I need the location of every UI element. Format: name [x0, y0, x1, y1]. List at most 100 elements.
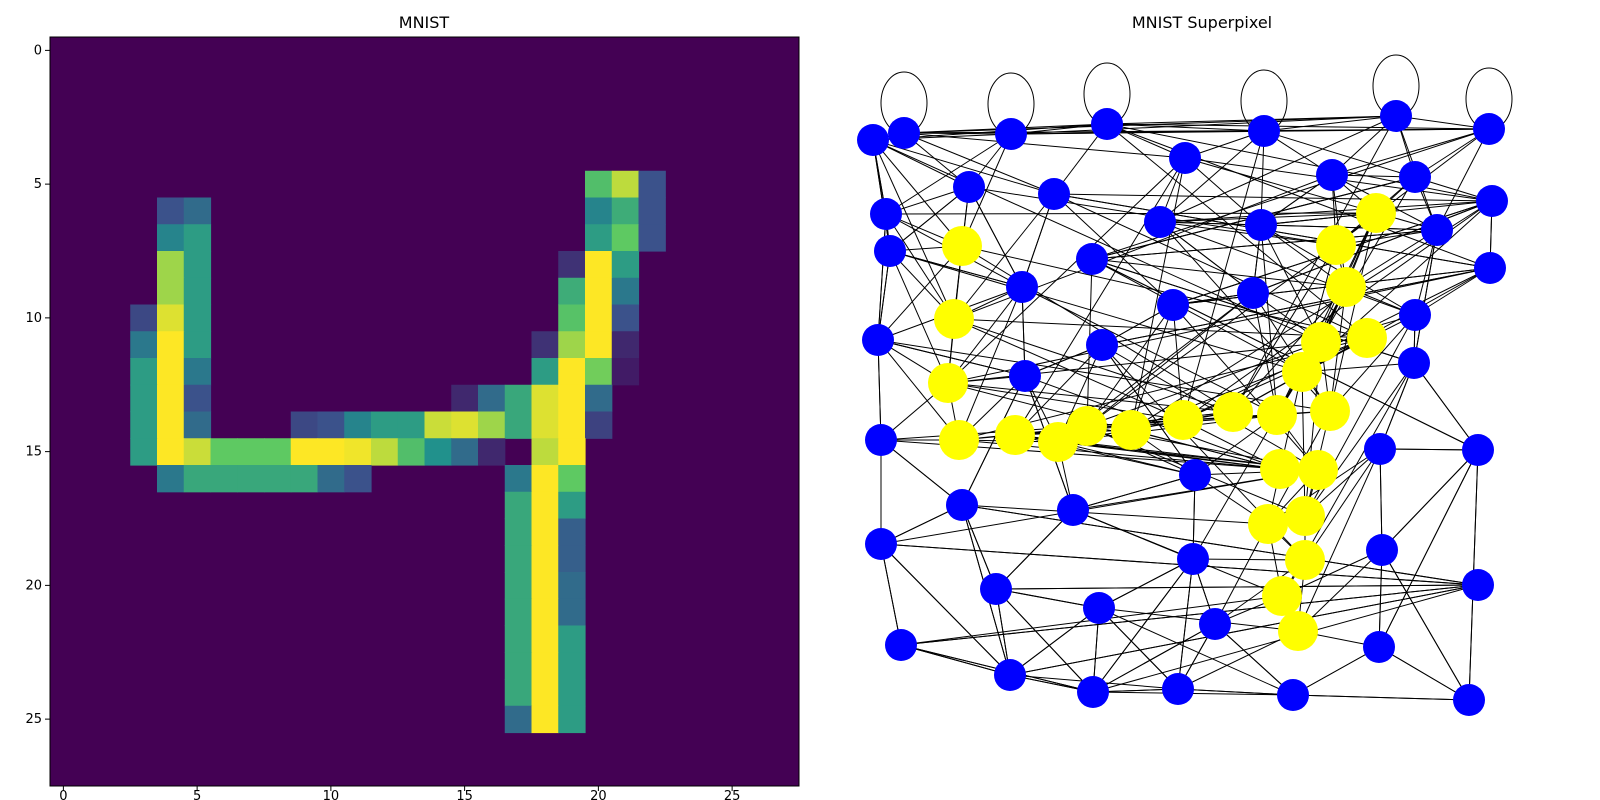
heatmap-pixel — [558, 304, 586, 332]
graph-edge — [1292, 646, 1380, 696]
heatmap-pixel — [504, 572, 533, 600]
graph-edge — [900, 644, 1011, 676]
x-tick-label: 20 — [590, 789, 607, 800]
heatmap-pixel — [531, 384, 559, 413]
mnist-title: MNIST — [399, 13, 450, 32]
graph-edge — [953, 193, 1055, 320]
heatmap-pixel — [157, 465, 185, 493]
graph-edge — [1053, 193, 1174, 306]
heatmap-pixel — [344, 438, 372, 466]
graph-edge — [1098, 607, 1179, 690]
heatmap-pixel — [611, 358, 640, 386]
heatmap-pixel — [611, 331, 640, 359]
graph-edge — [1021, 193, 1055, 288]
graph-node-background — [994, 659, 1026, 691]
graph-edge — [1304, 362, 1415, 517]
graph-node-background — [865, 424, 897, 456]
graph-edge — [1098, 607, 1299, 632]
graph-edge — [1304, 448, 1381, 561]
heatmap-pixel — [558, 598, 586, 627]
heatmap-pixel — [504, 465, 533, 493]
heatmap-pixel — [157, 224, 185, 252]
graph-edge — [953, 318, 1234, 413]
heatmap-pixel — [585, 331, 613, 359]
graph-node-foreground — [1038, 422, 1078, 462]
heatmap-pixel — [558, 277, 586, 306]
graph-edge — [1072, 474, 1196, 511]
heatmap-pixel — [237, 465, 265, 493]
graph-node-background — [862, 324, 894, 356]
heatmap-pixel — [558, 572, 586, 600]
heatmap-pixel — [611, 197, 640, 225]
heatmap-pixel — [558, 358, 586, 386]
superpixel-graph — [857, 54, 1513, 716]
graph-edge — [885, 213, 955, 320]
graph-node-background — [1157, 289, 1189, 321]
graph-node-foreground — [1356, 193, 1396, 233]
graph-edge — [1260, 224, 1322, 343]
heatmap-pixel — [531, 572, 559, 600]
graph-edge — [1106, 115, 1397, 125]
graph-edge — [1177, 630, 1299, 690]
y-tick-label: 20 — [25, 578, 42, 593]
heatmap-pixel — [264, 465, 292, 493]
graph-node-background — [1398, 347, 1430, 379]
graph-node-foreground — [1257, 395, 1297, 435]
graph-edge — [1232, 115, 1397, 413]
heatmap-pixel — [210, 438, 238, 466]
graph-node-foreground — [1163, 400, 1203, 440]
graph-node-background — [1366, 534, 1398, 566]
graph-edge — [1214, 623, 1294, 696]
graph-edge — [889, 250, 949, 384]
heatmap-pixel — [210, 465, 238, 493]
graph-edge — [1263, 130, 1493, 202]
graph-edge — [1014, 157, 1186, 436]
x-tick-label: 15 — [456, 789, 473, 800]
heatmap-pixel — [611, 304, 640, 332]
heatmap-pixel — [558, 251, 586, 279]
graph-edge — [880, 543, 1011, 676]
heatmap-pixel — [317, 465, 345, 493]
heatmap-pixel — [504, 652, 533, 680]
heatmap-pixel — [183, 304, 212, 332]
graph-edge — [1263, 128, 1490, 132]
heatmap-pixel — [130, 438, 158, 466]
graph-edge — [1260, 224, 1438, 231]
graph-edge — [1009, 584, 1479, 676]
graph-edge — [1098, 558, 1194, 609]
x-tick-label: 0 — [59, 789, 67, 800]
graph-edge — [1378, 549, 1383, 648]
heatmap-pixel — [611, 277, 640, 306]
graph-edge — [1159, 221, 1254, 294]
graph-edge — [1232, 286, 1347, 413]
graph-edge — [947, 157, 1186, 384]
heatmap-pixel — [558, 411, 586, 439]
graph-edge — [1053, 193, 1368, 339]
graph-edge — [1092, 623, 1216, 693]
x-tick-label: 5 — [193, 789, 201, 800]
heatmap-pixel — [585, 170, 613, 199]
heatmap-pixel — [638, 170, 666, 199]
graph-edge — [1106, 123, 1491, 269]
graph-edge — [1329, 314, 1416, 412]
heatmap-pixel — [317, 411, 345, 439]
graph-node-foreground — [1347, 318, 1387, 358]
graph-edge — [968, 186, 1023, 288]
graph-node-foreground — [1248, 504, 1288, 544]
y-tick-label: 25 — [25, 712, 42, 727]
graph-node-background — [1473, 113, 1505, 145]
heatmap-pixel — [183, 224, 212, 252]
heatmap-pixel — [585, 304, 613, 332]
graph-node-foreground — [1298, 450, 1338, 490]
graph-edge — [961, 133, 1012, 247]
heatmap-pixel — [558, 545, 586, 573]
graph-node-background — [1248, 115, 1280, 147]
heatmap-pixel — [130, 384, 158, 413]
graph-edge — [1098, 607, 1294, 696]
heatmap-frame — [49, 36, 800, 787]
graph-edge — [961, 504, 1269, 525]
graph-node-background — [1162, 673, 1194, 705]
heatmap-pixel — [504, 411, 533, 439]
